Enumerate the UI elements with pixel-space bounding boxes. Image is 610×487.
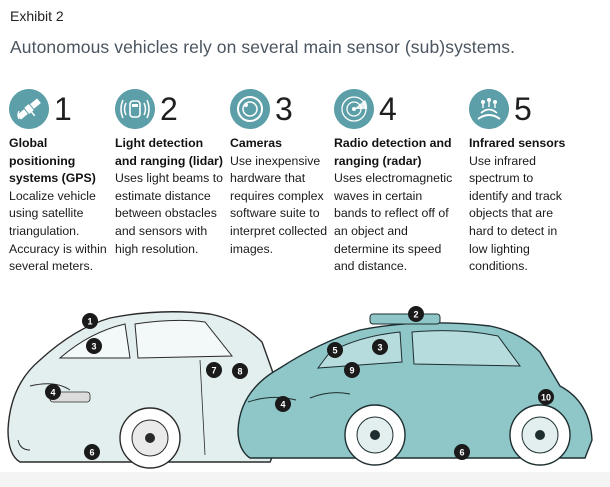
- sensor-description: Uses electromagnetic waves in certain ba…: [334, 171, 453, 274]
- svg-text:2: 2: [413, 310, 418, 320]
- sensor-column-gps: 1 Global positioning systems (GPS) Local…: [9, 88, 109, 276]
- sensor-description: Localize vehicle using satellite triangu…: [9, 188, 107, 274]
- radar-icon: [334, 89, 374, 129]
- marker-rear-7: 7: [206, 362, 222, 378]
- sensor-title: Infrared sensors: [469, 136, 566, 150]
- lidar-car-icon: [115, 89, 155, 129]
- marker-rear-3: 3: [86, 338, 102, 354]
- marker-front-6: 6: [454, 444, 470, 460]
- page-title: Autonomous vehicles rely on several main…: [10, 37, 516, 57]
- svg-text:5: 5: [332, 346, 337, 356]
- svg-text:1: 1: [87, 317, 92, 327]
- svg-text:10: 10: [541, 393, 551, 403]
- sensor-number: 3: [275, 91, 293, 127]
- marker-rear-8: 8: [232, 363, 248, 379]
- sensor-description: Use infrared spectrum to identify and tr…: [469, 153, 562, 274]
- sensor-header: 3: [230, 88, 330, 130]
- marker-rear-1: 1: [82, 313, 98, 329]
- svg-text:6: 6: [459, 448, 464, 458]
- svg-text:8: 8: [237, 367, 242, 377]
- svg-text:6: 6: [89, 448, 94, 458]
- marker-front-10: 10: [538, 389, 554, 405]
- sensor-description: Uses light beams to estimate distance be…: [115, 171, 223, 256]
- sensor-header: 5: [469, 88, 569, 130]
- sensor-title: Light detection and ranging (lidar): [115, 136, 223, 168]
- front-car: [237, 313, 593, 466]
- sensor-header: 2: [115, 88, 223, 130]
- infrared-road-icon: [469, 89, 509, 129]
- sensor-title: Cameras: [230, 136, 282, 150]
- sensor-number: 5: [514, 91, 532, 127]
- svg-text:7: 7: [211, 366, 216, 376]
- sensor-description: Use inexpensive hardware that requires c…: [230, 153, 328, 256]
- satellite-icon: [9, 89, 49, 129]
- sensor-column-infrared: 5 Infrared sensors Use infrared spectrum…: [469, 88, 569, 276]
- svg-text:9: 9: [349, 366, 354, 376]
- svg-text:3: 3: [377, 343, 382, 353]
- ground: [0, 472, 610, 487]
- marker-front-9: 9: [344, 362, 360, 378]
- sensor-column-cameras: 3 Cameras Use inexpensive hardware that …: [230, 88, 330, 258]
- sensor-title: Radio detection and ranging (radar): [334, 136, 452, 168]
- marker-rear-6: 6: [84, 444, 100, 460]
- sensor-number: 1: [54, 91, 72, 127]
- marker-front-3: 3: [372, 339, 388, 355]
- sensor-title: Global positioning systems (GPS): [9, 136, 96, 186]
- marker-rear-4: 4: [45, 384, 61, 400]
- svg-text:4: 4: [280, 400, 285, 410]
- sensor-header: 1: [9, 88, 109, 130]
- sensor-number: 2: [160, 91, 178, 127]
- camera-lens-icon: [230, 89, 270, 129]
- sensor-column-radar: 4 Radio detection and ranging (radar) Us…: [334, 88, 458, 276]
- marker-front-4: 4: [275, 396, 291, 412]
- sensor-number: 4: [379, 91, 397, 127]
- sensor-column-lidar: 2 Light detection and ranging (lidar) Us…: [115, 88, 223, 258]
- svg-text:4: 4: [50, 388, 55, 398]
- marker-front-2: 2: [408, 306, 424, 322]
- car-illustration: 1 3 4 6 7 8 2 5 3 9 4 10 6: [0, 306, 610, 487]
- sensor-header: 4: [334, 88, 458, 130]
- exhibit-label: Exhibit 2: [10, 8, 64, 24]
- svg-text:3: 3: [91, 342, 96, 352]
- marker-front-5: 5: [327, 342, 343, 358]
